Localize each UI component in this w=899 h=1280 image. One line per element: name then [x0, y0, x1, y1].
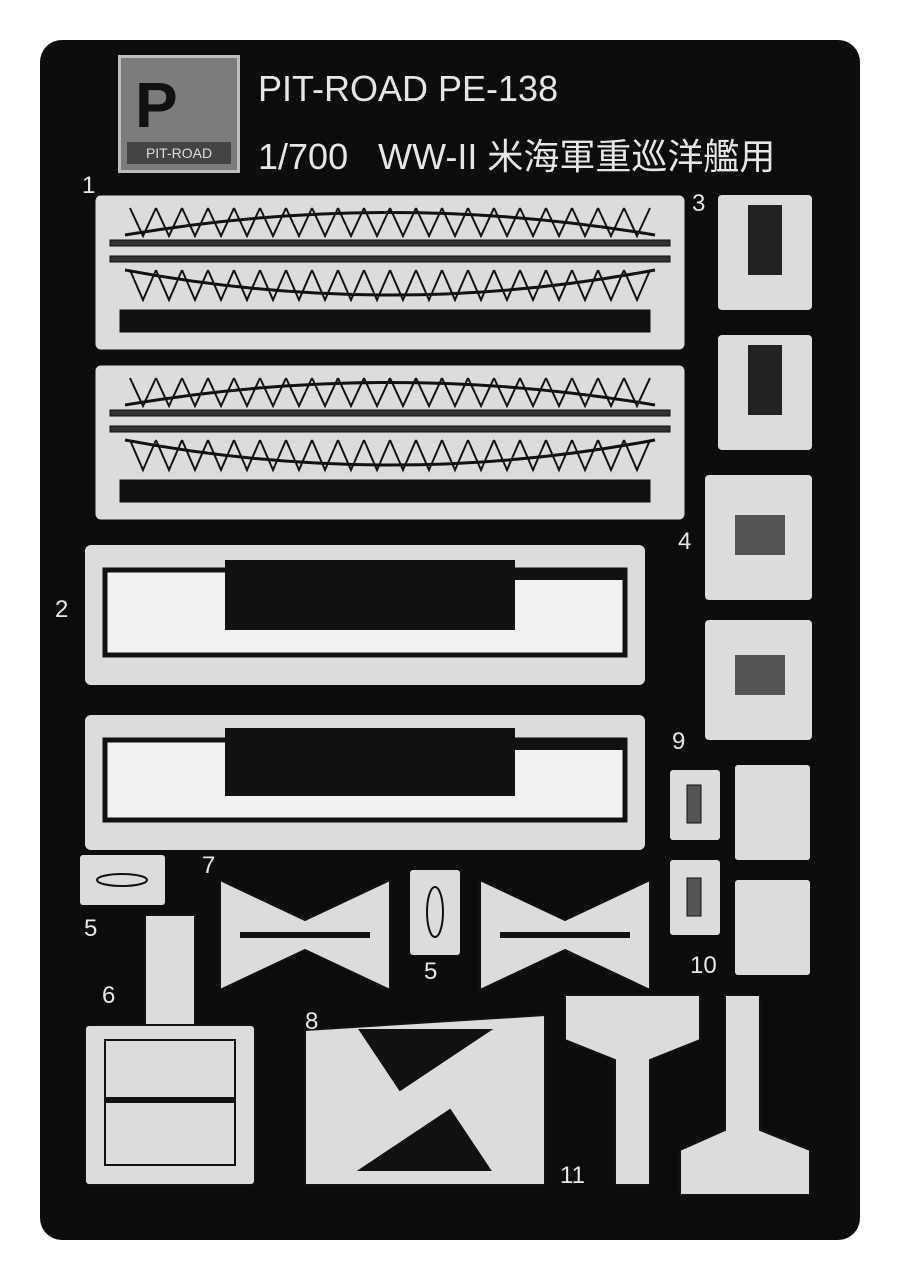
part-3 [718, 195, 812, 450]
part-6 [84, 914, 256, 1186]
subtitle-line: 1/700 WW-II 米海軍重巡洋艦用 [258, 136, 776, 177]
part-7 [219, 878, 651, 992]
part-label: 6 [102, 982, 116, 1009]
part-label: 2 [55, 596, 69, 623]
truss-lattice [129, 269, 651, 303]
part-2-b [85, 715, 645, 850]
pit-road-logo: P PIT-ROAD [118, 55, 240, 173]
part-2-a [85, 545, 645, 685]
part-label: 5 [84, 915, 98, 942]
brand-line: PIT-ROAD PE-138 [258, 68, 559, 109]
part-label: 3 [692, 190, 706, 217]
part-label: 9 [672, 728, 686, 755]
part-5 [80, 855, 460, 955]
part-8 [304, 1013, 546, 1186]
part-11 [564, 994, 811, 1196]
part-label: 5 [424, 958, 438, 985]
part-label: 11 [560, 1162, 585, 1189]
truss-lattice [129, 439, 651, 473]
part-9-10 [670, 765, 810, 975]
truss-lattice [129, 377, 651, 409]
part-label: 4 [678, 528, 692, 555]
part-label: 10 [690, 952, 717, 979]
part-label: 1 [82, 172, 96, 199]
part-label: 7 [202, 852, 216, 879]
part-label: 8 [305, 1008, 319, 1035]
part-4 [705, 475, 812, 740]
truss-lattice [129, 207, 651, 239]
logo-text: PIT-ROAD [127, 142, 231, 164]
logo-letter: P [135, 69, 178, 141]
